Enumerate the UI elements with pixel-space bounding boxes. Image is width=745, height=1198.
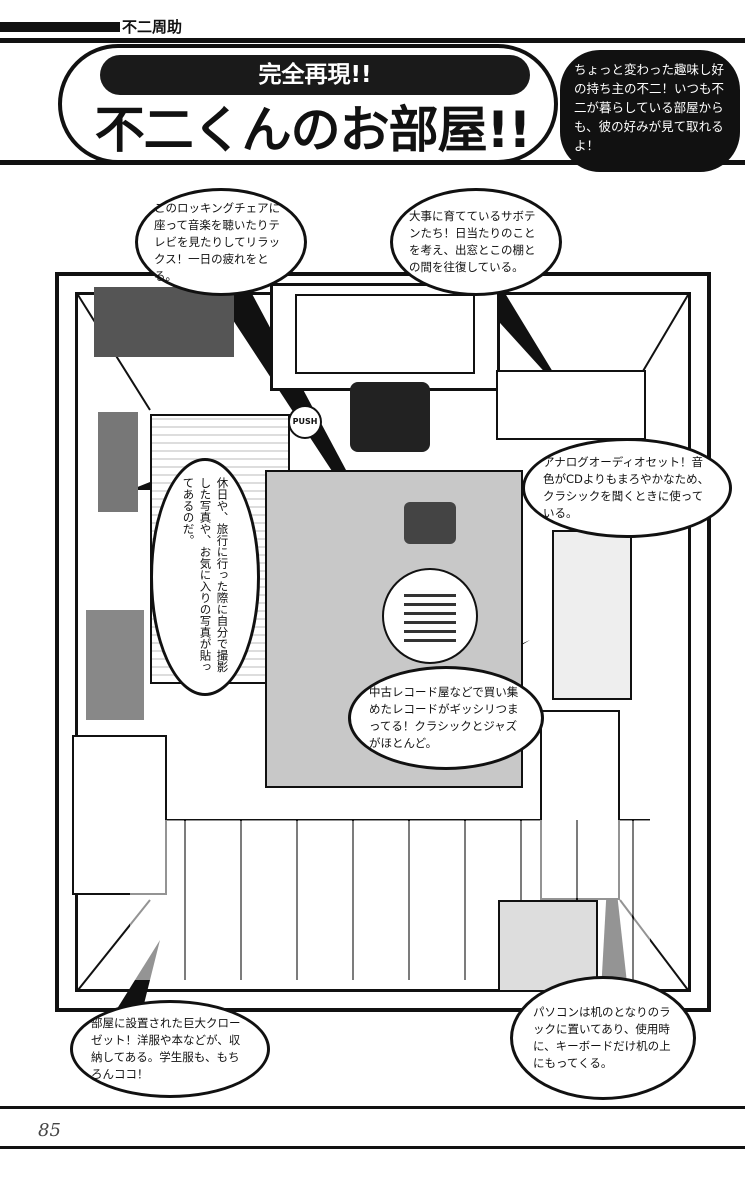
callout-records-text: 中古レコード屋などで買い集めたレコードがギッシリつまってる！クラシックとジャズが… <box>369 685 519 750</box>
chair-cushion <box>404 590 456 642</box>
intro-bubble: ちょっと変わった趣味し好の持ち主の不二！いつも不二が暮らしている部屋からも、彼の… <box>560 50 740 172</box>
callout-rocking-chair: このロッキングチェアに座って音楽を聴いたりテレビを見たりしてリラックス！一日の疲… <box>135 188 307 296</box>
callout-audio-set-text: アナログオーディオセット！音色がCDよりもまろやかなため、クラシックを聞くときに… <box>543 455 710 520</box>
header-rule <box>0 38 745 43</box>
footer-rule-top <box>0 1106 745 1109</box>
callout-cactus-text: 大事に育てているサボテンたち！日当たりのことを考え、出窓とこの棚との間を往復して… <box>409 209 536 274</box>
window-sill <box>295 294 475 374</box>
header-bar <box>0 22 120 32</box>
wall-photo <box>86 610 144 720</box>
footer-rule-bottom <box>0 1146 745 1149</box>
side-table <box>404 502 456 544</box>
window <box>270 283 500 391</box>
title-tagline: 完全再現!! <box>100 55 530 95</box>
callout-computer: パソコンは机のとなりのラックに置いてあり、使用時に、キーボードだけ机の上にもって… <box>510 976 696 1100</box>
television <box>350 382 430 452</box>
callout-cactus: 大事に育てているサボテンたち！日当たりのことを考え、出窓とこの棚との間を往復して… <box>390 188 562 296</box>
callout-photos-text: 休日や、旅行に行った際に自分で撮影した写真や、お気に入りの写真が貼ってあるのだ。 <box>181 477 230 673</box>
callout-audio-set: アナログオーディオセット！音色がCDよりもまろやかなため、クラシックを聞くときに… <box>522 438 732 538</box>
callout-closet-text: 部屋に設置された巨大クローゼット！洋服や本などが、収納してある。学生服も、もちろ… <box>91 1016 241 1081</box>
callout-records: 中古レコード屋などで買い集めたレコードがギッシリつまってる！クラシックとジャズが… <box>348 666 544 770</box>
page-title: 不二くんのお部屋!! <box>94 101 532 159</box>
wall-poster <box>94 287 234 357</box>
record-shelf <box>552 530 632 700</box>
callout-rocking-chair-text: このロッキングチェアに座って音楽を聴いたりテレビを見たりしてリラックス！一日の疲… <box>154 200 281 283</box>
wall-picture <box>98 412 138 512</box>
callout-closet: 部屋に設置された巨大クローゼット！洋服や本などが、収納してある。学生服も、もちろ… <box>70 1000 270 1098</box>
character-name: 不二周助 <box>122 18 183 36</box>
page-number: 85 <box>38 1120 61 1141</box>
callout-photos: 休日や、旅行に行った際に自分で撮影した写真や、お気に入りの写真が貼ってあるのだ。 <box>150 458 260 696</box>
cactus-shelf <box>496 370 646 440</box>
push-mug: PUSH <box>288 405 322 439</box>
callout-computer-text: パソコンは机のとなりのラックに置いてあり、使用時に、キーボードだけ机の上にもって… <box>533 1005 671 1070</box>
